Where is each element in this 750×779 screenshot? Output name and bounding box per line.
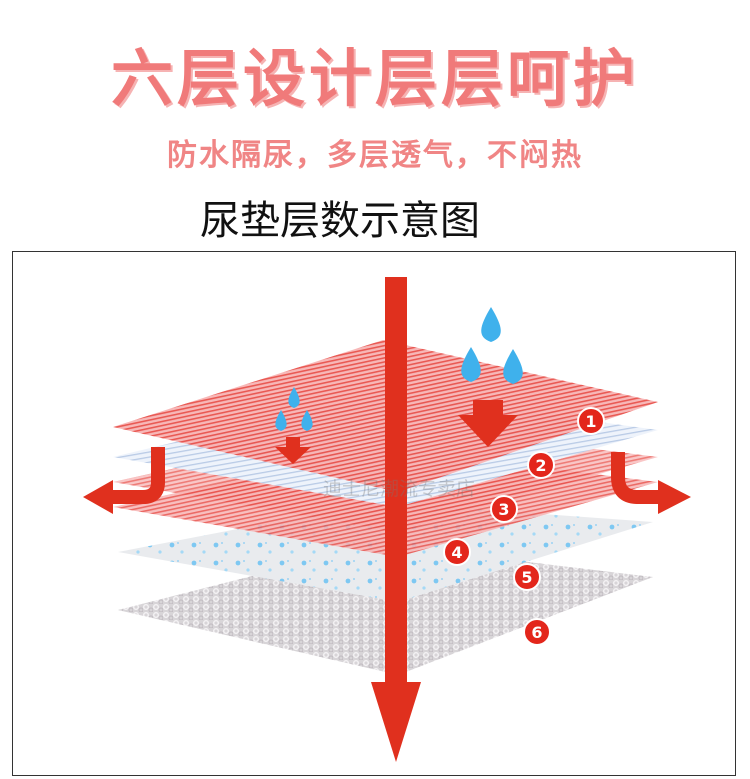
headline: 六层设计层层呵护 [110,42,639,115]
left-drop-arrow-head [275,447,311,464]
layer-1-badge: 1 [577,407,605,435]
left-drop-arrow-shaft [286,437,300,449]
water-drop-icon [301,410,313,431]
layer-3-number: 3 [498,500,509,519]
watermark: 迪士尼潮流专卖店 [323,478,476,500]
layer-6-number: 6 [531,623,542,642]
layer-4-number: 4 [451,543,462,562]
layer-4-badge: 4 [443,538,471,566]
layer-5-badge: 5 [513,563,541,591]
right-side-arrow [611,452,661,504]
water-drop-icon [288,387,300,408]
right-drop-arrow-shaft [473,400,503,418]
diagram-title: 尿垫层数示意图 [200,198,480,244]
water-drop-icon [461,347,481,382]
layer-2-badge: 2 [527,451,555,479]
water-drop-icon [503,349,523,384]
left-side-arrow-head [83,480,113,514]
layer-3-badge: 3 [490,495,518,523]
subheadline: 防水隔尿，多层透气，不闷热 [167,138,583,173]
layer-diagram: 1 2 3 4 5 6 [83,277,691,762]
water-drop-icon [275,410,287,431]
layer-5-number: 5 [521,568,532,587]
center-arrow-shaft [385,277,407,692]
layer-6-badge: 6 [523,618,551,646]
right-drop-arrow-head [458,415,518,447]
left-side-arrow [108,447,165,504]
layer-1-number: 1 [585,412,596,431]
layer-diagram-frame: 1 2 3 4 5 6 迪士尼潮流专卖店 [12,251,736,776]
layer-2-number: 2 [535,456,546,475]
right-side-arrow-head [658,480,691,514]
center-arrow-head [371,682,421,762]
water-drop-icon [481,307,501,342]
